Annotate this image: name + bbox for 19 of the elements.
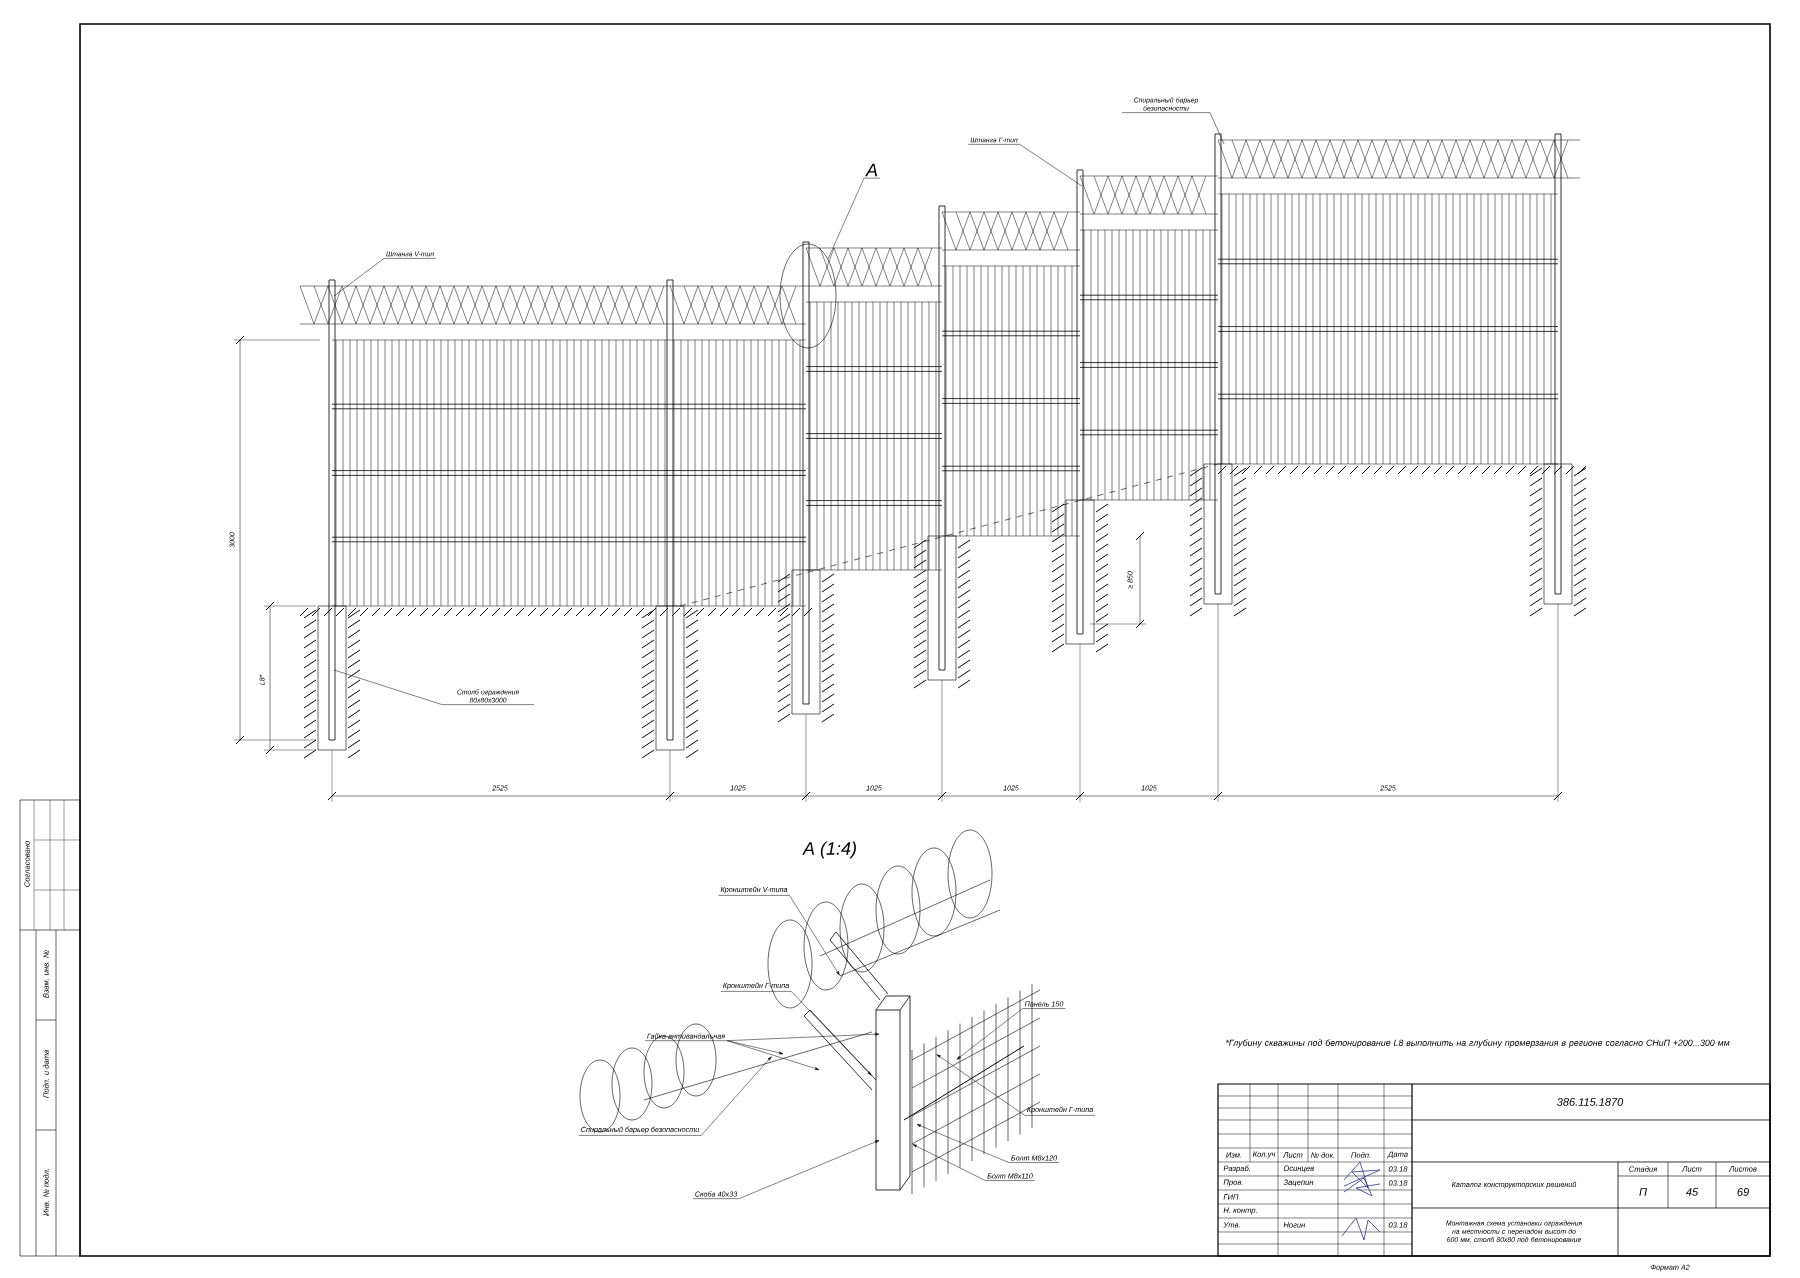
detail-circle — [779, 243, 837, 349]
view-letter: А — [863, 163, 881, 179]
leader-line — [916, 1124, 1010, 1163]
leader-line — [738, 1140, 880, 1199]
leader-line — [827, 177, 865, 260]
leader-line — [1209, 112, 1225, 145]
leader-line — [726, 1040, 784, 1055]
leader-line — [936, 1054, 1026, 1116]
view-title: А (1:4) — [802, 841, 856, 859]
leader-line — [956, 1008, 1023, 1060]
leader-line — [791, 991, 872, 1076]
leader-line — [726, 1040, 820, 1070]
leader-line — [726, 1032, 880, 1041]
leader-line — [701, 1056, 772, 1136]
leader-line — [912, 1144, 986, 1181]
leader-line — [1019, 144, 1083, 187]
leader-line — [333, 258, 385, 297]
leader-line — [789, 895, 840, 976]
leader-line — [333, 669, 443, 705]
